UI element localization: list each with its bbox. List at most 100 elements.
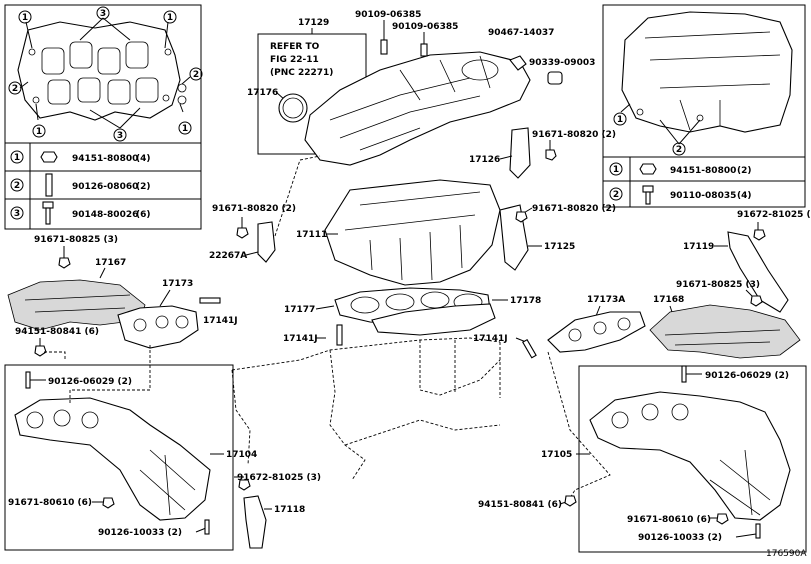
part-label-part: 94151-80800 — [670, 166, 736, 176]
part-label-p91671-g: 91671-80610 (6) — [627, 515, 711, 525]
inset-right: 1 2 1 94151-80800 (2) 2 90110-08035 (4) — [602, 4, 806, 208]
manifold-upper-icon — [304, 51, 531, 166]
converter-left-icon — [14, 397, 211, 521]
lower-manifold-icon — [324, 179, 501, 286]
part-label-0: REFER TO — [270, 42, 320, 52]
inset-left-table: 1 94151-80800 (4) 2 90126-08060 (2) 3 90… — [10, 150, 151, 225]
part-label-p17129: 17129 — [298, 18, 329, 28]
engine-block-outline: 17141J 17104 91672-81025 (3) 17118 — [210, 324, 501, 549]
part-label-part: 90126-08060 — [72, 182, 138, 192]
bolt-icon — [642, 185, 654, 193]
part-label-1: FIG 22-11 — [270, 55, 319, 65]
inset-left-callouts: 1 1 1 1 2 2 3 3 — [8, 6, 203, 142]
part-label-p17125: 17125 — [544, 242, 575, 252]
heat-insulator-17168-icon — [649, 304, 801, 359]
part-label-p17141j-b: 17141J — [283, 334, 318, 344]
part-label-1: 2 — [676, 145, 682, 155]
callout-circle — [18, 10, 32, 24]
part-label-qty: (4) — [737, 191, 752, 201]
stud-17141J-icon — [199, 297, 221, 304]
part-label-p90126-d: 90126-10033 (2) — [638, 533, 722, 543]
part-label-p17119: 17119 — [683, 242, 714, 252]
manifold-lower: 17111 17125 91671-80820 (2) 91671-80820 … — [209, 155, 616, 286]
part-label-qty: (2) — [136, 182, 151, 192]
converter-right-icon — [589, 391, 791, 521]
part-label-qty: (6) — [136, 210, 151, 220]
bracket-17118-icon — [243, 495, 267, 549]
part-label-0: 1 — [617, 115, 623, 125]
part-label-p17168: 17168 — [653, 295, 684, 305]
part-label-p91672-a: 91672-81025 (3) — [737, 210, 811, 220]
part-label-5: 2 — [193, 70, 199, 80]
part-label-p90126-a: 90126-06029 (2) — [48, 377, 132, 387]
part-label-p91671-f: 91671-80610 (6) — [8, 498, 92, 508]
part-label-qty: (4) — [136, 154, 151, 164]
part-label-part: 90110-08035 — [670, 191, 736, 201]
part-label-part: 94151-80800 — [72, 154, 138, 164]
part-label-p17177: 17177 — [284, 305, 315, 315]
part-label-p91671-e: 91671-80825 (3) — [676, 280, 760, 290]
flange-nut-icon — [40, 151, 58, 163]
bracket-22267-icon — [257, 221, 276, 263]
part-label-p17167: 17167 — [95, 258, 126, 268]
part-label-index: 1 — [613, 165, 619, 175]
part-label-p91671-b: 91671-80820 (2) — [212, 204, 296, 214]
part-label-p17141j-a: 17141J — [203, 316, 238, 326]
left-exhaust: 91671-80825 (3) 17167 17173 17141J 94151… — [4, 235, 238, 551]
part-label-2: 1 — [36, 127, 42, 137]
part-label-p91671-c: 91671-80820 (2) — [532, 204, 616, 214]
left-converter-frame — [4, 364, 234, 551]
gasket-17178-icon — [371, 303, 496, 336]
part-label-p91671-a: 91671-80820 (2) — [532, 130, 616, 140]
part-label-p17173: 17173 — [162, 279, 193, 289]
part-label-1: 1 — [167, 13, 173, 23]
part-label-p91672-b: 91672-81025 (3) — [237, 473, 321, 483]
part-label-p22267: 22267A — [209, 251, 247, 261]
gaskets: 17177 17178 — [284, 287, 541, 336]
part-label-p94151-b: 94151-80841 (6) — [478, 500, 562, 510]
inset-left-frame — [4, 4, 202, 230]
part-label-p17104: 17104 — [226, 450, 257, 460]
part-label-6: 3 — [100, 9, 106, 19]
part-label-p17173a: 17173A — [587, 295, 625, 305]
part-label-p90126-b: 90126-06029 (2) — [705, 371, 789, 381]
stud-bolt-icon — [45, 173, 53, 197]
part-label-index: 2 — [613, 190, 619, 200]
part-label-part: 90148-80026 — [72, 210, 138, 220]
part-label-p90467: 90467-14037 — [488, 28, 554, 38]
manifold-side-icon — [621, 11, 793, 133]
part-label-p17105: 17105 — [541, 450, 572, 460]
intake-gasket-icon — [17, 21, 187, 121]
part-label-p90109a: 90109-06385 — [355, 10, 421, 20]
part-label-4: 2 — [12, 84, 18, 94]
right-converter-frame — [578, 365, 807, 553]
part-label-qty: (2) — [737, 166, 752, 176]
part-label-2: (PNC 22271) — [270, 68, 333, 78]
part-label-p91671-d: 91671-80825 (3) — [34, 235, 118, 245]
inset-right-frame — [602, 4, 806, 208]
clip-icon — [509, 55, 527, 71]
part-label-p90109b: 90109-06385 — [392, 22, 458, 32]
part-label-p17176: 17176 — [247, 88, 278, 98]
part-label-p17141j-c: 17141J — [473, 334, 508, 344]
part-label-p17118: 17118 — [274, 505, 305, 515]
exhaust-gasket-17173-icon — [117, 305, 199, 349]
exhaust-gasket-17173A-icon — [547, 311, 646, 353]
bracket-17119-icon — [727, 231, 789, 313]
bolt-icon — [42, 201, 54, 209]
diagram-id: 176590A — [766, 549, 807, 559]
flange-nut-icon — [639, 163, 657, 175]
stay-bracket-icon — [509, 127, 531, 179]
part-label-index: 2 — [14, 181, 20, 191]
part-label-index: 3 — [14, 209, 20, 219]
part-label-p17178: 17178 — [510, 296, 541, 306]
part-label-p17111: 17111 — [296, 230, 327, 240]
plug-icon — [547, 71, 563, 85]
intake-manifold: REFER TO FIG 22-11 (PNC 22271) 17129 171… — [247, 10, 616, 179]
stud-icon — [681, 365, 687, 383]
part-label-3: 1 — [182, 124, 188, 134]
part-label-p94151-a: 94151-80841 (6) — [15, 327, 99, 337]
part-label-p90339: 90339-09003 — [529, 58, 595, 68]
